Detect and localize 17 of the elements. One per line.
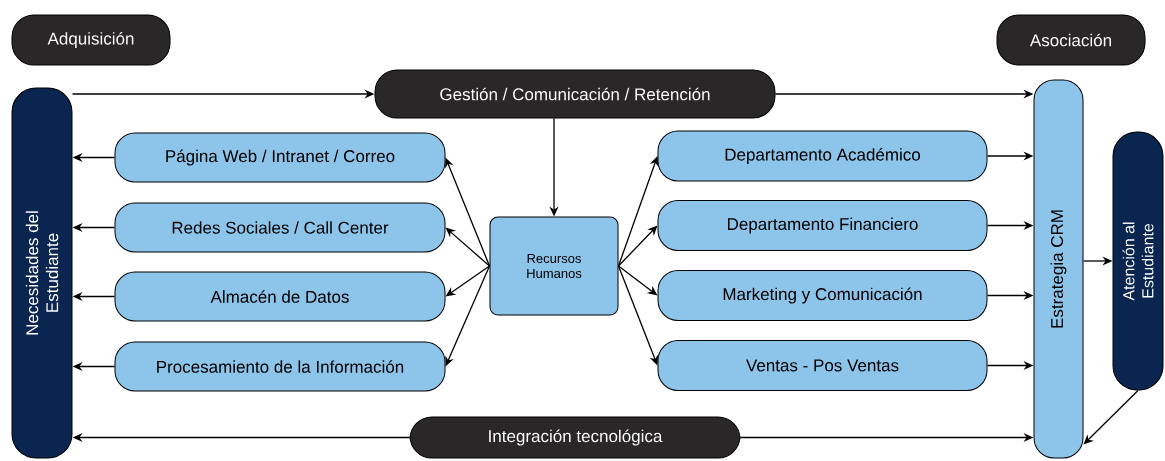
process-box: Procesamiento de la Información <box>114 341 446 392</box>
process-box: Marketing y Comunicación <box>657 270 988 321</box>
process-box: Página Web / Intranet / Correo <box>114 132 446 183</box>
header-box: Adquisición <box>11 14 171 66</box>
process-box: Almacén de Datos <box>114 271 446 322</box>
process-box: Recursos Humanos <box>489 216 619 316</box>
header-box: Asociación <box>996 14 1146 66</box>
vertical-bar: Atención al Estudiante <box>1112 131 1164 391</box>
process-box: Departamento Financiero <box>657 200 988 251</box>
header-box: Integración tecnológica <box>409 416 741 459</box>
process-box: Redes Sociales / Call Center <box>114 202 446 253</box>
vertical-bar: Estrategia CRM <box>1033 79 1084 459</box>
vertical-bar: Necesidades del Estudiante <box>11 87 73 459</box>
header-box: Gestión / Comunicación / Retención <box>374 69 776 119</box>
process-box: Ventas - Pos Ventas <box>657 340 988 391</box>
process-box: Departamento Académico <box>657 130 988 182</box>
arrow <box>617 156 659 267</box>
